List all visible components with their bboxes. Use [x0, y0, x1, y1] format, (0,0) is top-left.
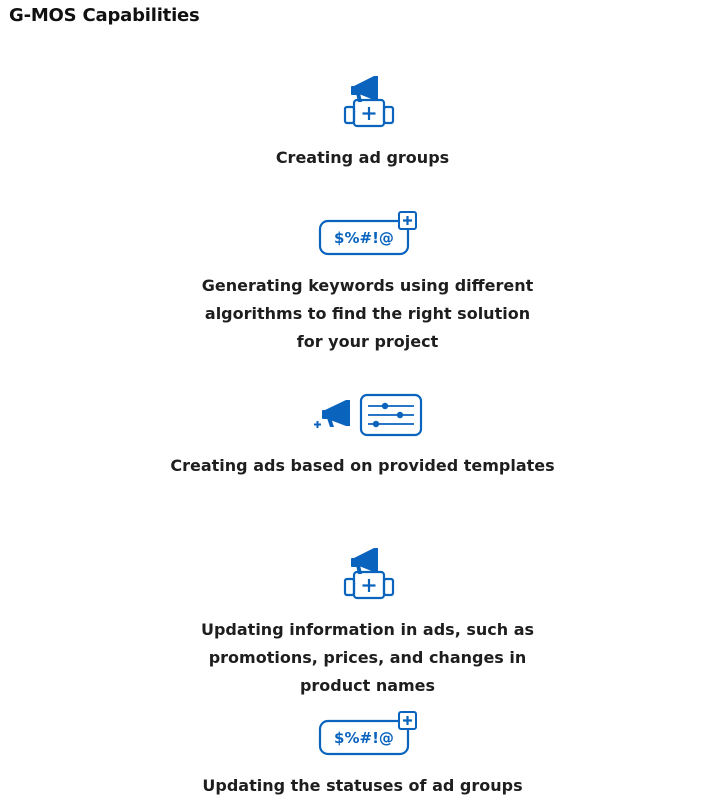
megaphone-plus-box-icon — [343, 548, 395, 600]
svg-text:$%#!@: $%#!@ — [334, 229, 394, 247]
capability-label: Updating the statuses of ad groups — [202, 776, 523, 795]
megaphone-plus-box-icon — [343, 76, 395, 128]
capability-label: Creating ads based on provided templates — [170, 456, 555, 475]
keyword-chip-plus-icon: $%#!@ — [318, 211, 417, 256]
capability-label: Updating information in ads, such as pro… — [200, 620, 535, 695]
megaphone-template-sliders-icon — [314, 393, 423, 437]
capability-label: Generating keywords using different algo… — [201, 276, 534, 351]
keyword-chip-plus-icon: $%#!@ — [318, 711, 417, 756]
svg-text:$%#!@: $%#!@ — [334, 729, 394, 747]
capability-label: Creating ad groups — [275, 148, 450, 167]
page-title: G-MOS Capabilities — [9, 5, 200, 26]
